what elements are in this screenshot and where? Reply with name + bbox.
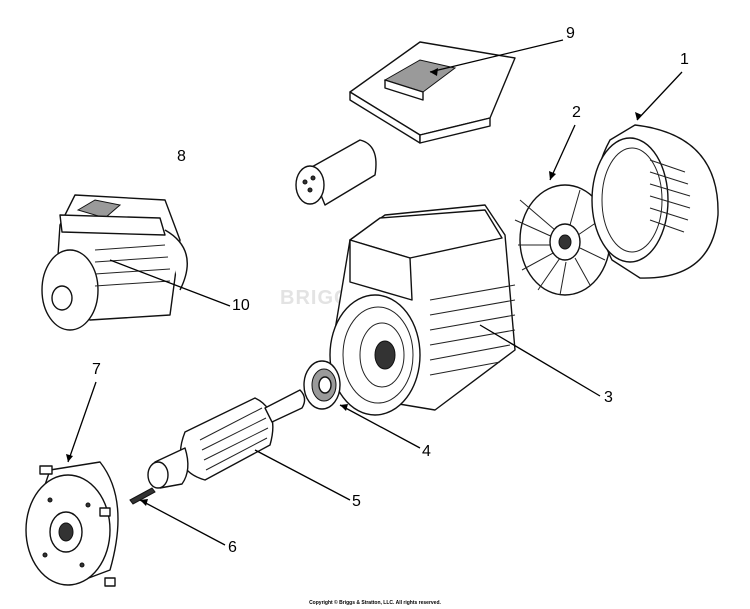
end-shield[interactable] (25, 461, 119, 587)
callout-10: 10 (232, 297, 250, 314)
shaft-key[interactable] (129, 487, 156, 505)
callout-1: 1 (680, 51, 689, 68)
bearing[interactable] (303, 360, 341, 410)
leader-6 (139, 499, 226, 546)
leader-arrow-2 (549, 171, 556, 180)
leader-5 (254, 449, 351, 501)
leader-arrow-1 (635, 112, 642, 120)
callout-8: 8 (177, 148, 186, 165)
rotor[interactable] (147, 389, 306, 489)
leader-3 (479, 324, 601, 397)
leader-arrow-4 (340, 404, 348, 411)
leader-arrow-9 (430, 68, 438, 76)
leader-4 (339, 404, 421, 449)
callout-2: 2 (572, 104, 581, 121)
stator-housing[interactable] (329, 204, 516, 416)
callout-3: 3 (604, 389, 613, 406)
leader-arrow-7 (66, 454, 73, 462)
copyright-notice: Copyright © Briggs & Stratton, LLC. All … (309, 600, 441, 606)
callout-5: 5 (352, 493, 361, 510)
fan-cover[interactable] (591, 124, 719, 279)
callout-7: 7 (92, 361, 101, 378)
capacitor[interactable] (295, 139, 377, 206)
leader-arrow-6 (140, 499, 148, 506)
leader-9 (429, 39, 564, 73)
leader-lines (66, 39, 683, 546)
assembled-motor[interactable] (41, 194, 188, 331)
terminal-box-cover[interactable] (349, 41, 516, 144)
leader-7 (67, 381, 97, 463)
leader-10 (109, 259, 231, 307)
leader-1 (636, 71, 683, 121)
callout-9: 9 (566, 25, 575, 42)
leader-2 (549, 124, 576, 181)
callout-4: 4 (422, 443, 431, 460)
callout-6: 6 (228, 539, 237, 556)
cooling-fan[interactable] (514, 184, 611, 296)
